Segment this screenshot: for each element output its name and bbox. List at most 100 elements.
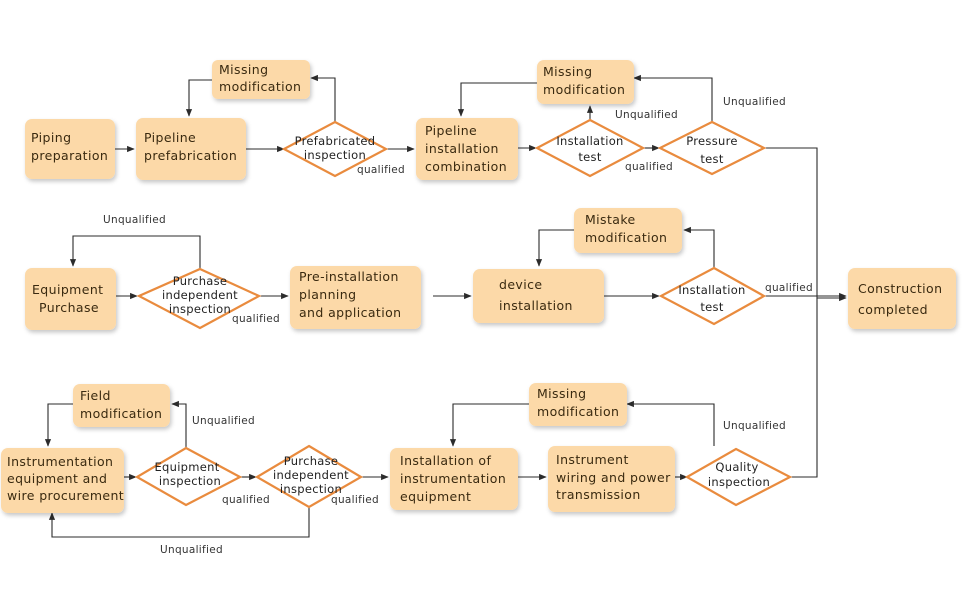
node-installation-instrumentation-equipment: Installation of instrumentation equipmen…: [390, 448, 518, 510]
edge-quality-to-missing3: [626, 400, 715, 446]
edge-installtest2-to-mistake: [683, 226, 715, 268]
node-label-line: wire procurement: [7, 488, 124, 503]
node-instrument-wiring: Instrument wiring and power transmission: [548, 446, 675, 512]
node-label-line: Pipeline: [144, 130, 196, 145]
edge-label-qualified: qualified: [625, 161, 673, 173]
decision-label-line: test: [700, 300, 723, 314]
decision-label-line: Installation: [678, 283, 745, 297]
node-label-line: installation: [425, 141, 499, 156]
decision-label-line: Quality: [715, 460, 758, 474]
edge-label-qualified: qualified: [331, 494, 379, 506]
edge-purchase-inspection2-to-procurement: [48, 507, 310, 538]
decision-pressure-test: Pressure test: [657, 120, 767, 176]
node-label-line: installation: [499, 298, 573, 313]
node-label-line: Purchase: [39, 300, 99, 315]
node-missing-modification-1: Missing modification: [212, 60, 310, 99]
decision-label-line: test: [700, 152, 723, 166]
decision-quality-inspection: Quality inspection: [684, 447, 793, 507]
decision-label-line: Purchase: [173, 274, 228, 288]
node-label-line: Mistake: [585, 212, 636, 227]
node-label-line: Construction: [858, 281, 942, 296]
node-label-line: Pipeline: [425, 123, 477, 138]
decision-purchase-independent-inspection-1: Purchase independent inspection: [136, 267, 262, 330]
edge-field-to-procurement: [44, 403, 73, 447]
decision-label-line: inspection: [304, 148, 366, 162]
edge-label-qualified: qualified: [232, 313, 280, 325]
edge-label-qualified: qualified: [357, 164, 405, 176]
node-label-line: modification: [537, 404, 619, 419]
edge-label-qualified: qualified: [222, 494, 270, 506]
node-pipeline-prefabrication: Pipeline prefabrication: [136, 118, 246, 180]
node-label-line: Field: [80, 388, 111, 403]
edge-label-unqualified: Unqualified: [160, 544, 223, 556]
decision-label-line: test: [578, 150, 601, 164]
decision-prefabricated-inspection: Prefabricated inspection: [281, 120, 389, 178]
node-label-line: Equipment: [32, 282, 103, 297]
decision-label-line: Installation: [556, 134, 623, 148]
edge-label-unqualified: Unqualified: [723, 420, 786, 432]
edge-pressure-to-missing2: [633, 74, 713, 122]
edge-missing3-to-installation-instr: [449, 403, 529, 447]
node-construction-completed: Construction completed: [848, 268, 956, 329]
node-label-line: instrumentation: [400, 471, 506, 486]
node-label-line: device: [499, 277, 542, 292]
decision-purchase-independent-inspection-2: Purchase independent inspection: [254, 444, 364, 509]
node-label-line: completed: [858, 302, 928, 317]
edge-quality-to-completed: [790, 298, 818, 478]
decision-equipment-inspection: Equipment inspection: [134, 446, 243, 507]
decision-installation-test-1: Installation test: [534, 118, 646, 178]
decision-label-line: independent: [162, 288, 238, 302]
node-missing-modification-2: Missing modification: [537, 60, 634, 104]
edge-equipment-inspection-to-field: [171, 400, 187, 448]
node-instrumentation-procurement: Instrumentation equipment and wire procu…: [1, 448, 124, 513]
decision-label-line: Pressure: [686, 134, 738, 148]
decision-label-line: Purchase: [284, 454, 339, 468]
decision-label-line: inspection: [280, 482, 342, 496]
node-label-line: modification: [80, 406, 162, 421]
node-label-line: Instrument: [556, 452, 629, 467]
node-label-line: Missing: [537, 386, 586, 401]
edge-missing2-to-pipeline-install: [457, 82, 537, 117]
edge-prefab-inspection-to-missing1: [310, 74, 336, 122]
node-equipment-purchase: Equipment Purchase: [25, 268, 116, 330]
node-label-line: Instrumentation: [7, 454, 113, 469]
node-piping-preparation: Piping preparation: [25, 119, 115, 179]
edge-labels: qualified Unqualified qualified Unqualif…: [103, 96, 813, 556]
node-mistake-modification: Mistake modification: [574, 208, 682, 253]
edge-label-unqualified: Unqualified: [615, 109, 678, 121]
edge-label-unqualified: Unqualified: [103, 214, 166, 226]
node-device-installation: device installation: [473, 269, 604, 323]
node-label-line: and application: [299, 305, 401, 320]
node-label-line: equipment and: [7, 471, 107, 486]
node-label-line: planning: [299, 287, 356, 302]
node-pipeline-installation-combination: Pipeline installation combination: [416, 118, 518, 180]
node-missing-modification-3: Missing modification: [529, 383, 627, 426]
decision-diamonds: Prefabricated inspection Installation te…: [134, 118, 793, 509]
decision-label-line: independent: [273, 468, 349, 482]
decision-installation-test-2: Installation test: [658, 266, 767, 326]
node-label-line: transmission: [556, 487, 641, 502]
node-label-line: Missing: [219, 62, 268, 77]
node-label-line: Piping: [31, 130, 71, 145]
edge-label-unqualified: Unqualified: [192, 415, 255, 427]
edges: [44, 74, 847, 538]
edge-pressure-to-completed: [764, 147, 847, 302]
node-label-line: modification: [219, 79, 301, 94]
decision-label-line: inspection: [159, 474, 221, 488]
node-label-line: Installation of: [400, 453, 491, 468]
decision-label-line: inspection: [708, 475, 770, 489]
node-label-line: Pre-installation: [299, 269, 399, 284]
decision-label-line: inspection: [169, 302, 231, 316]
edge-label-unqualified: Unqualified: [723, 96, 786, 108]
edge-label-qualified: qualified: [765, 282, 813, 294]
process-boxes: Piping preparation Pipeline prefabricati…: [1, 60, 956, 513]
decision-label-line: Equipment: [154, 460, 219, 474]
node-field-modification: Field modification: [73, 384, 170, 427]
edge-mistake-to-device: [535, 229, 574, 267]
node-label-line: wiring and power: [556, 470, 671, 485]
node-pre-installation-planning: Pre-installation planning and applicatio…: [290, 266, 421, 329]
edge-missing1-to-prefab: [185, 79, 212, 117]
node-label-line: Missing: [543, 64, 592, 79]
edge-purchase-inspection-to-equipment-purchase: [69, 235, 201, 269]
